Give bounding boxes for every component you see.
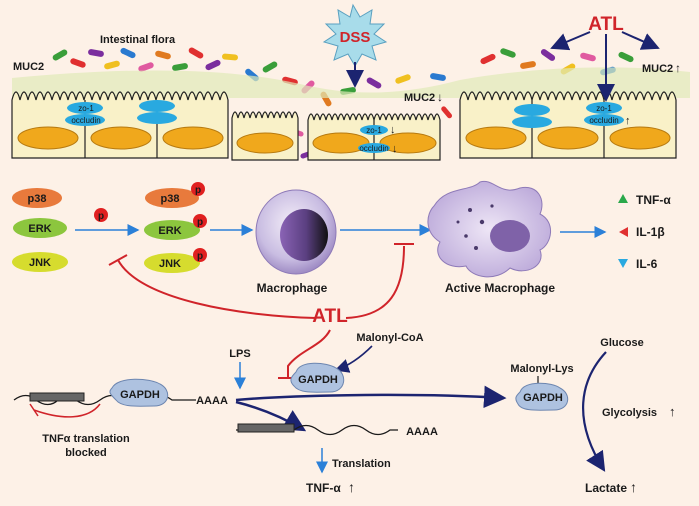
p-jnk-label: JNK: [159, 258, 181, 270]
erk-label: ERK: [28, 223, 51, 235]
glucose-label: Glucose: [600, 337, 643, 349]
active-macrophage-cell: [427, 180, 551, 278]
dss-burst: DSS: [322, 3, 388, 67]
tnf-triangle-icon: [618, 194, 628, 203]
atl-inhibit-activation: [345, 245, 405, 319]
muc2-mid-down: ↓: [437, 90, 443, 104]
mapk-panel: p38 ERK JNK p p38 p ERK p JNK p Macropha…: [12, 180, 671, 379]
gapdh-release-arrow: [235, 385, 507, 409]
malonyl-lys-label: Malonyl-Lys: [510, 363, 573, 375]
occludin-right-up: ↑: [625, 115, 631, 127]
cytokine-il1b: IL-1β: [636, 225, 665, 239]
lactate-up: ↑: [630, 479, 637, 495]
tnf-output-label: TNF-α: [306, 481, 341, 495]
muc2-right-label: MUC2: [642, 63, 673, 75]
atl-arrow-right: [621, 31, 660, 50]
active-macrophage-granules: [456, 204, 494, 250]
zo1-mid-down: ↓: [390, 124, 396, 136]
zo1-mid: zo-1: [366, 126, 382, 135]
free-mrna-cds-block: [237, 423, 295, 433]
jnk-label: JNK: [29, 257, 51, 269]
occludin-left: occludin: [71, 116, 100, 125]
occludin-mid-down: ↓: [392, 143, 398, 155]
occludin-mid: occludin: [359, 144, 388, 153]
glycolysis-up: ↑: [669, 404, 676, 419]
lps-label: LPS: [229, 348, 250, 360]
dss-label: DSS: [340, 29, 371, 46]
gapdh-node-mid: [290, 362, 345, 393]
p-erk-phospho: p: [197, 217, 203, 228]
glycolysis-arrow: [582, 351, 607, 472]
muc2-mid-label: MUC2: [404, 92, 435, 104]
malonyl-coa-label: Malonyl-CoA: [356, 332, 423, 344]
cytokine-tnf: TNF-α: [636, 193, 671, 207]
cytokine-il6: IL-6: [636, 257, 658, 271]
free-mrna: [236, 424, 398, 436]
p-jnk-phospho: p: [197, 251, 203, 262]
poly-a-label-1: AAAA: [196, 395, 228, 407]
epithelium-panel: DSS ATL Intestinal flora MUC2 MUC2 ↓ MUC…: [11, 3, 690, 161]
muc2-right-up: ↑: [675, 61, 681, 75]
zo1-left: zo-1: [78, 104, 94, 113]
zo1-right: zo-1: [596, 104, 612, 113]
phospho-marker: p: [98, 211, 104, 222]
il1b-triangle-icon: [619, 227, 628, 237]
gapdh-mid-label: GAPDH: [298, 374, 338, 386]
intestinal-flora-label: Intestinal flora: [100, 34, 176, 46]
atl-arrow-left: [550, 31, 591, 51]
tnf-blocked-label-1: TNFα translation: [42, 433, 130, 445]
tnf-output-up: ↑: [348, 479, 355, 495]
poly-a-label-2: AAAA: [406, 426, 438, 438]
muc2-left-label: MUC2: [13, 61, 44, 73]
epithelial-cells-left: [11, 91, 229, 159]
translation-block-line: [33, 403, 101, 418]
glycolysis-label: Glycolysis: [602, 407, 657, 419]
epithelial-cells-damaged: [231, 111, 441, 161]
metabolism-panel: LPS Malonyl-CoA GAPDH GAPDH AAAA TNFα tr…: [13, 332, 676, 495]
atl-inhibit-mapk: [117, 259, 317, 319]
gapdh-mrna-label: GAPDH: [120, 389, 160, 401]
p38-label: p38: [28, 193, 47, 205]
gapdh-right-label: GAPDH: [523, 392, 563, 404]
tnf-blocked-label-2: blocked: [65, 447, 107, 459]
atl-top-label: ATL: [588, 14, 624, 35]
il6-triangle-icon: [618, 259, 628, 268]
active-macrophage-label: Active Macrophage: [445, 281, 555, 295]
mrna-cds-block: [29, 392, 85, 402]
active-macrophage-nucleus: [490, 220, 530, 252]
atl-inhibit-gapdh: [287, 329, 331, 378]
p-p38-label: p38: [161, 193, 180, 205]
p-p38-phospho: p: [195, 185, 201, 196]
malonyl-coa-arrow: [334, 345, 373, 373]
epithelial-cells-right: [459, 91, 677, 159]
occludin-right: occludin: [589, 116, 618, 125]
atl-middle-label: ATL: [312, 306, 348, 327]
translation-label: Translation: [332, 458, 391, 470]
lactate-label: Lactate: [585, 481, 627, 495]
gapdh-node-right: [515, 382, 569, 411]
p-erk-label: ERK: [158, 225, 181, 237]
macrophage-nucleus: [280, 209, 328, 261]
gapdh-node-mrna: [109, 378, 169, 407]
macrophage-label: Macrophage: [257, 281, 328, 295]
